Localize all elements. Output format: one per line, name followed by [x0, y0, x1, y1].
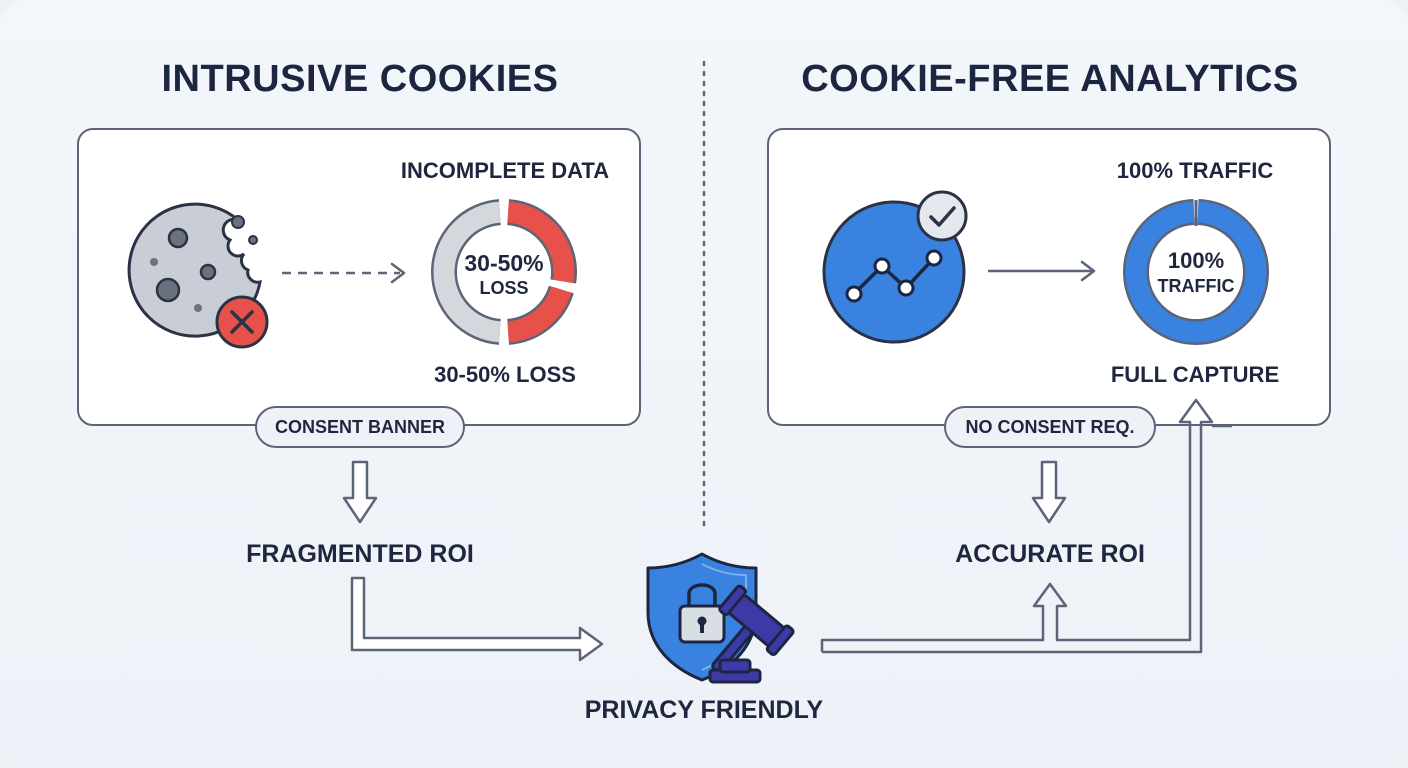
right-down-arrow	[1031, 460, 1067, 524]
left-ring-bottom-label: 30-50% LOSS	[434, 362, 576, 387]
right-title: COOKIE-FREE ANALYTICS	[801, 58, 1299, 100]
right-result-label: ACCURATE ROI	[955, 540, 1145, 568]
center-to-full-capture-arrow	[822, 398, 1214, 654]
loss-segment-lower	[506, 286, 572, 343]
left-ring-center-unit: LOSS	[479, 278, 529, 298]
right-ring-bottom-label: FULL CAPTURE	[1110, 362, 1280, 387]
center-to-accurate-roi-arrow	[820, 582, 1068, 652]
loss-ring-chart	[431, 199, 577, 345]
capture-ring-chart	[1123, 199, 1269, 345]
left-to-center-arrow	[350, 576, 604, 662]
left-ring-center-value: 30-50%	[464, 250, 544, 276]
checkmark-icon	[916, 190, 968, 242]
left-ring-top-label: INCOMPLETE DATA	[400, 158, 610, 183]
no-consent-pill: NO CONSENT REQ.	[944, 406, 1156, 448]
loss-segment-upper	[507, 201, 575, 284]
right-ring-center-value: 100%	[1167, 248, 1225, 273]
retained-segment	[433, 201, 501, 343]
dashed-arrow	[282, 262, 406, 284]
left-down-arrow	[342, 460, 378, 524]
solid-arrow	[988, 260, 1096, 282]
capture-segment	[1125, 201, 1267, 343]
x-circle-icon	[215, 295, 269, 349]
consent-banner-pill: CONSENT BANNER	[255, 406, 465, 448]
right-ring-center-unit: TRAFFIC	[1157, 276, 1235, 296]
privacy-friendly-label: PRIVACY FRIENDLY	[584, 696, 824, 724]
left-result-label: FRAGMENTED ROI	[246, 540, 474, 568]
gavel-icon	[708, 584, 795, 684]
left-title: INTRUSIVE COOKIES	[161, 58, 559, 100]
right-ring-top-label: 100% TRAFFIC	[1116, 158, 1274, 183]
